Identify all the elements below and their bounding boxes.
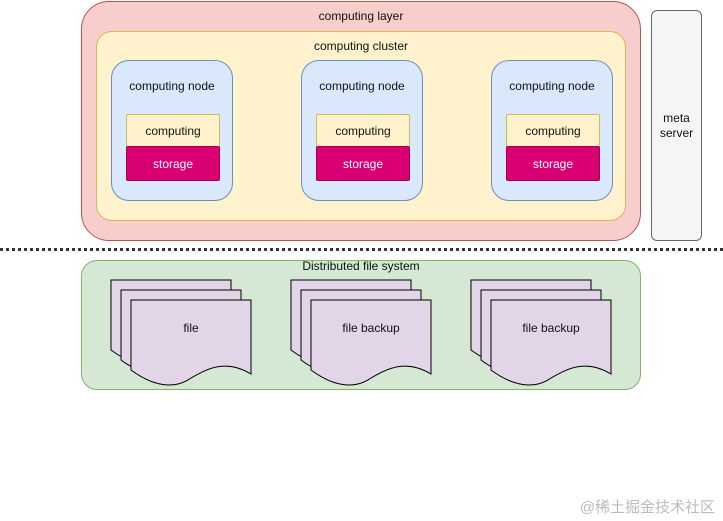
computing-label: computing — [145, 124, 201, 138]
computing-label: computing — [525, 124, 581, 138]
document-label: file backup — [522, 321, 580, 335]
computing-box: computing — [316, 114, 410, 148]
storage-box: storage — [316, 146, 410, 181]
storage-label: storage — [152, 156, 194, 171]
document-stack: file — [110, 279, 252, 386]
computing-label: computing — [335, 124, 391, 138]
document-sheet — [490, 299, 612, 386]
storage-box: storage — [126, 146, 220, 181]
computing-layer-label: computing layer — [318, 9, 404, 23]
document-label: file — [183, 321, 199, 335]
meta-server: meta server — [651, 10, 702, 241]
distributed-file-system-label: Distributed file system — [302, 259, 420, 273]
computing-node: computing node computing storage — [111, 60, 233, 201]
document-sheet — [130, 299, 252, 386]
computing-node-label: computing node — [319, 79, 405, 93]
document-sheet — [310, 299, 432, 386]
watermark: @稀土掘金技术社区 — [579, 499, 715, 516]
computing-node: computing node computing storage — [491, 60, 613, 201]
storage-box: storage — [506, 146, 600, 181]
computing-node: computing node computing storage — [301, 60, 423, 201]
layer-divider — [0, 248, 723, 251]
storage-label: storage — [342, 156, 384, 171]
meta-server-label: meta server — [659, 110, 694, 140]
computing-cluster-label: computing cluster — [313, 39, 409, 53]
computing-box: computing — [506, 114, 600, 148]
document-stack: file backup — [470, 279, 612, 386]
document-label: file backup — [342, 321, 400, 335]
computing-node-label: computing node — [129, 79, 215, 93]
document-stack: file backup — [290, 279, 432, 386]
computing-node-label: computing node — [509, 79, 595, 93]
storage-label: storage — [532, 156, 574, 171]
